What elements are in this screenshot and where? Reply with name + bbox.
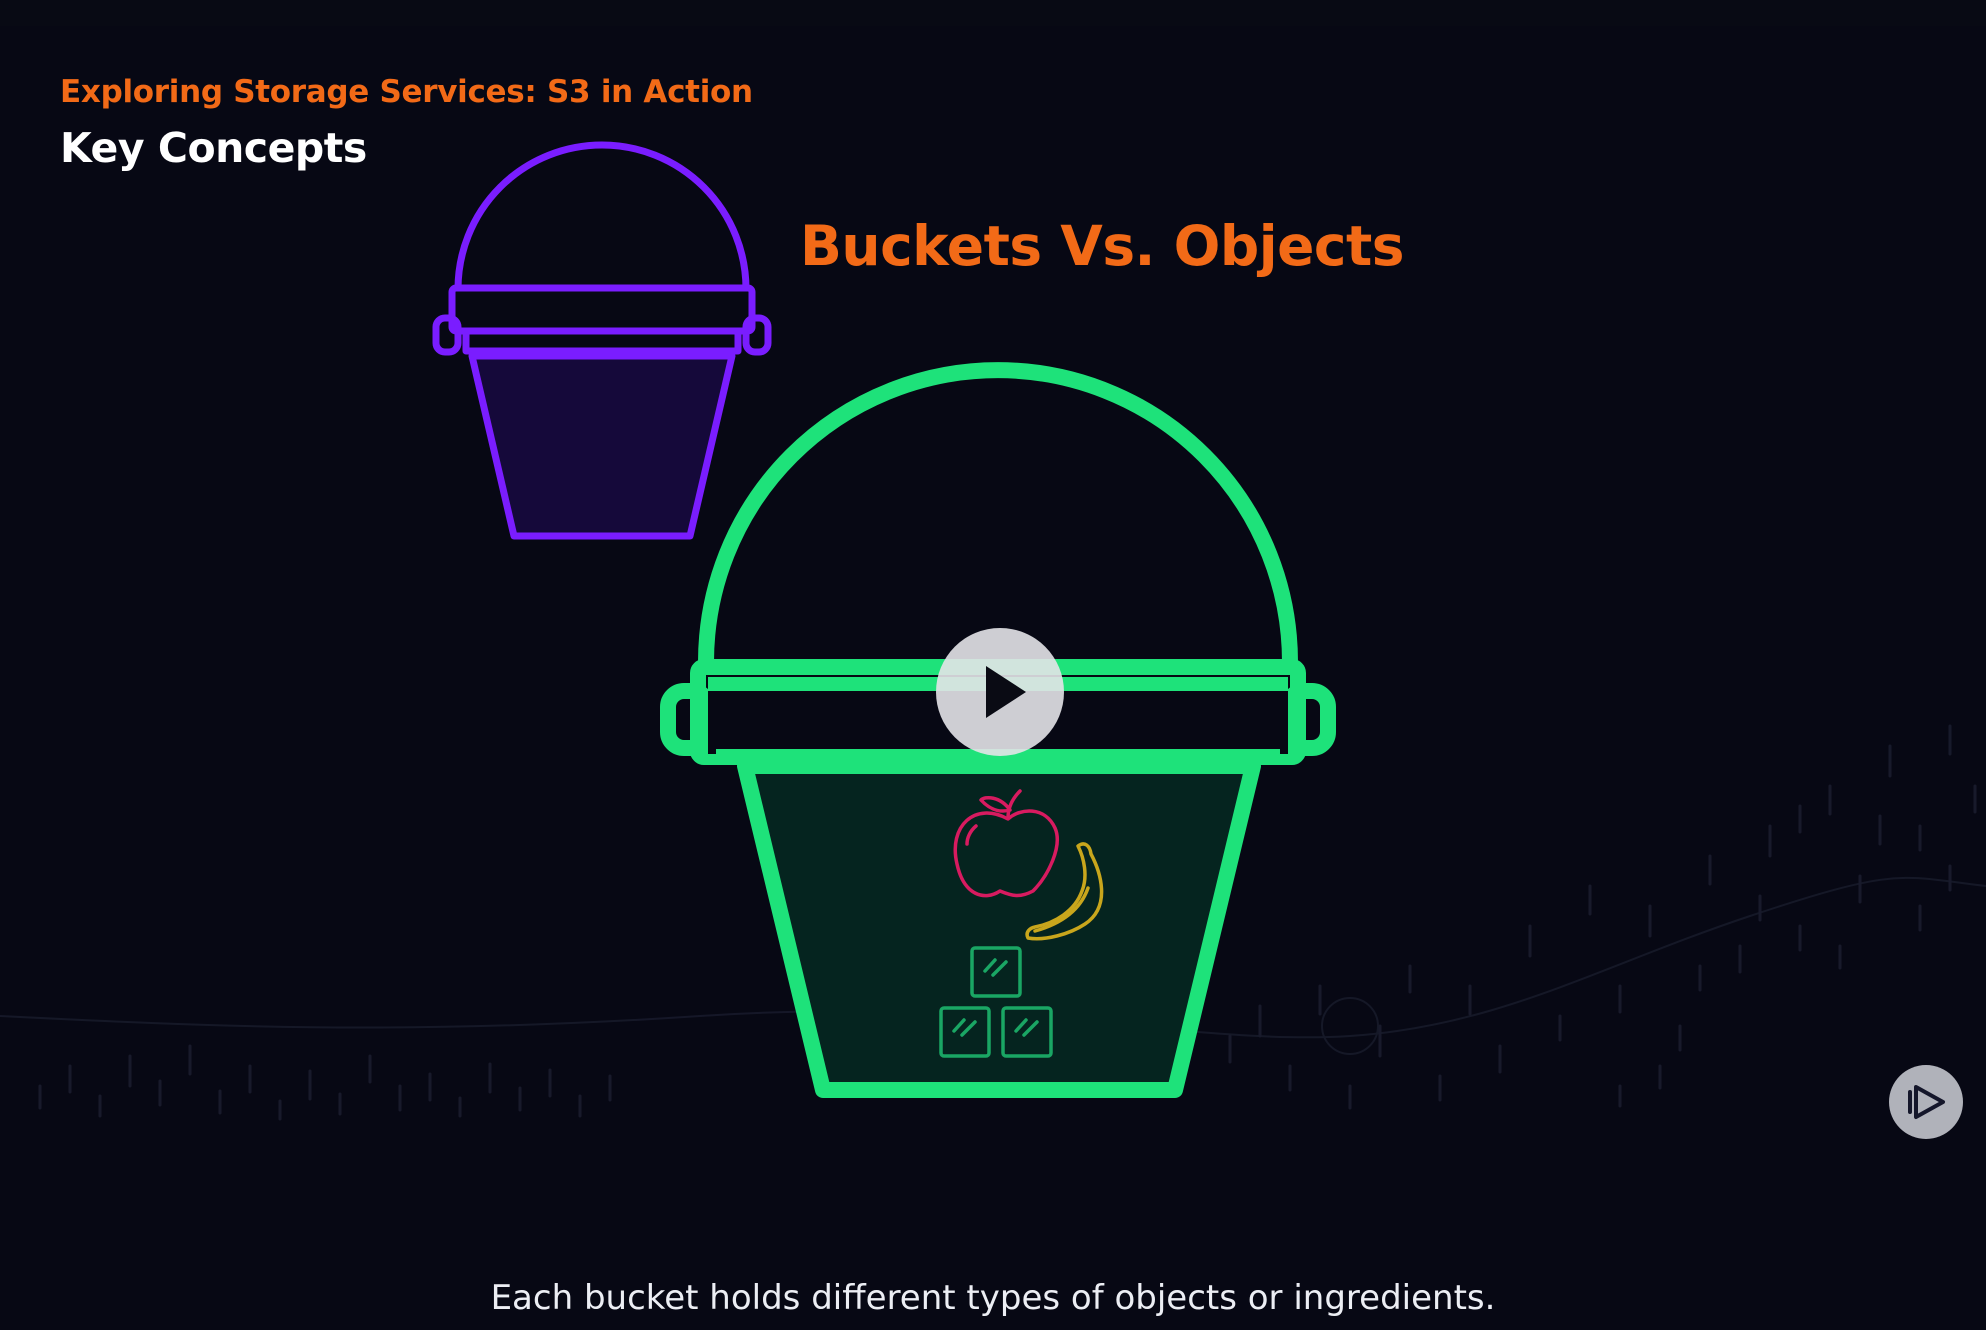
course-title: Exploring Storage Services: S3 in Action <box>60 74 753 110</box>
slide-heading: Buckets Vs. Objects <box>800 214 1405 278</box>
caption-area <box>0 1155 1986 1330</box>
play-button[interactable] <box>936 628 1064 756</box>
caption-text: Each bucket holds different types of obj… <box>490 1278 1496 1318</box>
play-icon <box>986 666 1026 718</box>
section-title: Key Concepts <box>60 124 367 172</box>
banana-icon <box>1025 842 1104 941</box>
slide-artwork <box>0 141 1986 1121</box>
top-bar <box>0 0 1986 26</box>
small-bucket-icon <box>432 141 772 540</box>
video-player[interactable]: Exploring Storage Services: S3 in Action… <box>0 26 1986 1155</box>
apple-icon <box>953 789 1059 898</box>
pluralsight-logo-icon <box>1908 1085 1945 1119</box>
background-texture <box>0 724 1986 1121</box>
brand-logo-button[interactable] <box>1889 1065 1963 1139</box>
ice-cubes-icon <box>939 946 1053 1058</box>
